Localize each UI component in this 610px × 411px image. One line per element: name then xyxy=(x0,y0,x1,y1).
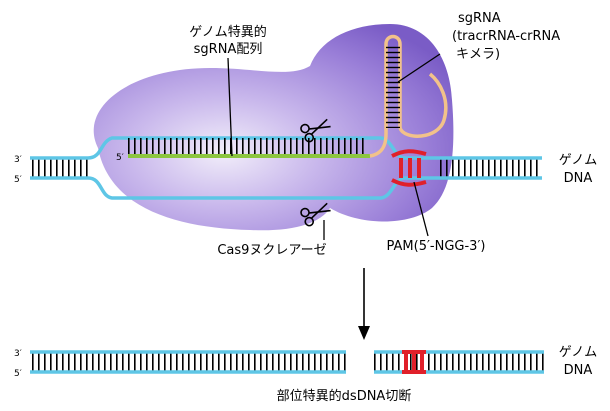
leader-pam xyxy=(413,181,429,237)
pam-site-cut xyxy=(402,350,426,374)
pam-label: PAM(5′-NGG-3′) xyxy=(387,239,486,254)
genome-dna2-label-1: ゲノム xyxy=(559,345,598,360)
dna-rungs-right xyxy=(436,158,542,178)
sgrna-stem-rungs xyxy=(386,46,400,128)
cas9-label: Cas9ヌクレアーゼ xyxy=(217,243,326,258)
genome-dna-label-2: DNA xyxy=(564,171,593,186)
arrow-head xyxy=(358,326,370,340)
strand-end-bottom-left: 5′ xyxy=(14,175,22,185)
scissors-icon xyxy=(300,118,331,143)
sgrna-link xyxy=(369,44,388,158)
cut-strand-end-bottom: 5′ xyxy=(14,369,22,379)
scissors-icon xyxy=(300,202,331,227)
sgrna-loop xyxy=(384,34,402,45)
target-seq-label-1: ゲノム特異的 xyxy=(189,24,267,40)
cut-strand-end-top: 3′ xyxy=(14,349,22,359)
cas9-protein xyxy=(93,24,454,231)
genome-dna2-label-2: DNA xyxy=(564,363,593,378)
genome-dna-label-1: ゲノム xyxy=(559,153,598,168)
guide-5prime-label: 5′ xyxy=(116,153,124,163)
strand-end-top-left: 3′ xyxy=(14,155,22,165)
sgrna-tail xyxy=(398,72,448,138)
cut-dna-rungs-right xyxy=(374,352,544,372)
guide-pairing-rungs xyxy=(128,138,368,156)
sgrna-label-2: (tracrRNA-crRNA xyxy=(452,29,560,44)
sgrna-label-1: sgRNA xyxy=(458,11,501,26)
leader-target-seq xyxy=(227,57,233,157)
leader-sgrna xyxy=(397,53,441,83)
dna-rungs-left xyxy=(30,158,92,178)
cut-dna-rungs-left xyxy=(30,352,346,372)
sgrna-label-3: キメラ) xyxy=(456,47,500,62)
target-seq-label-2: sgRNA配列 xyxy=(194,42,263,57)
cut-result-label: 部位特異的dsDNA切断 xyxy=(277,388,412,404)
pam-site xyxy=(391,149,427,187)
